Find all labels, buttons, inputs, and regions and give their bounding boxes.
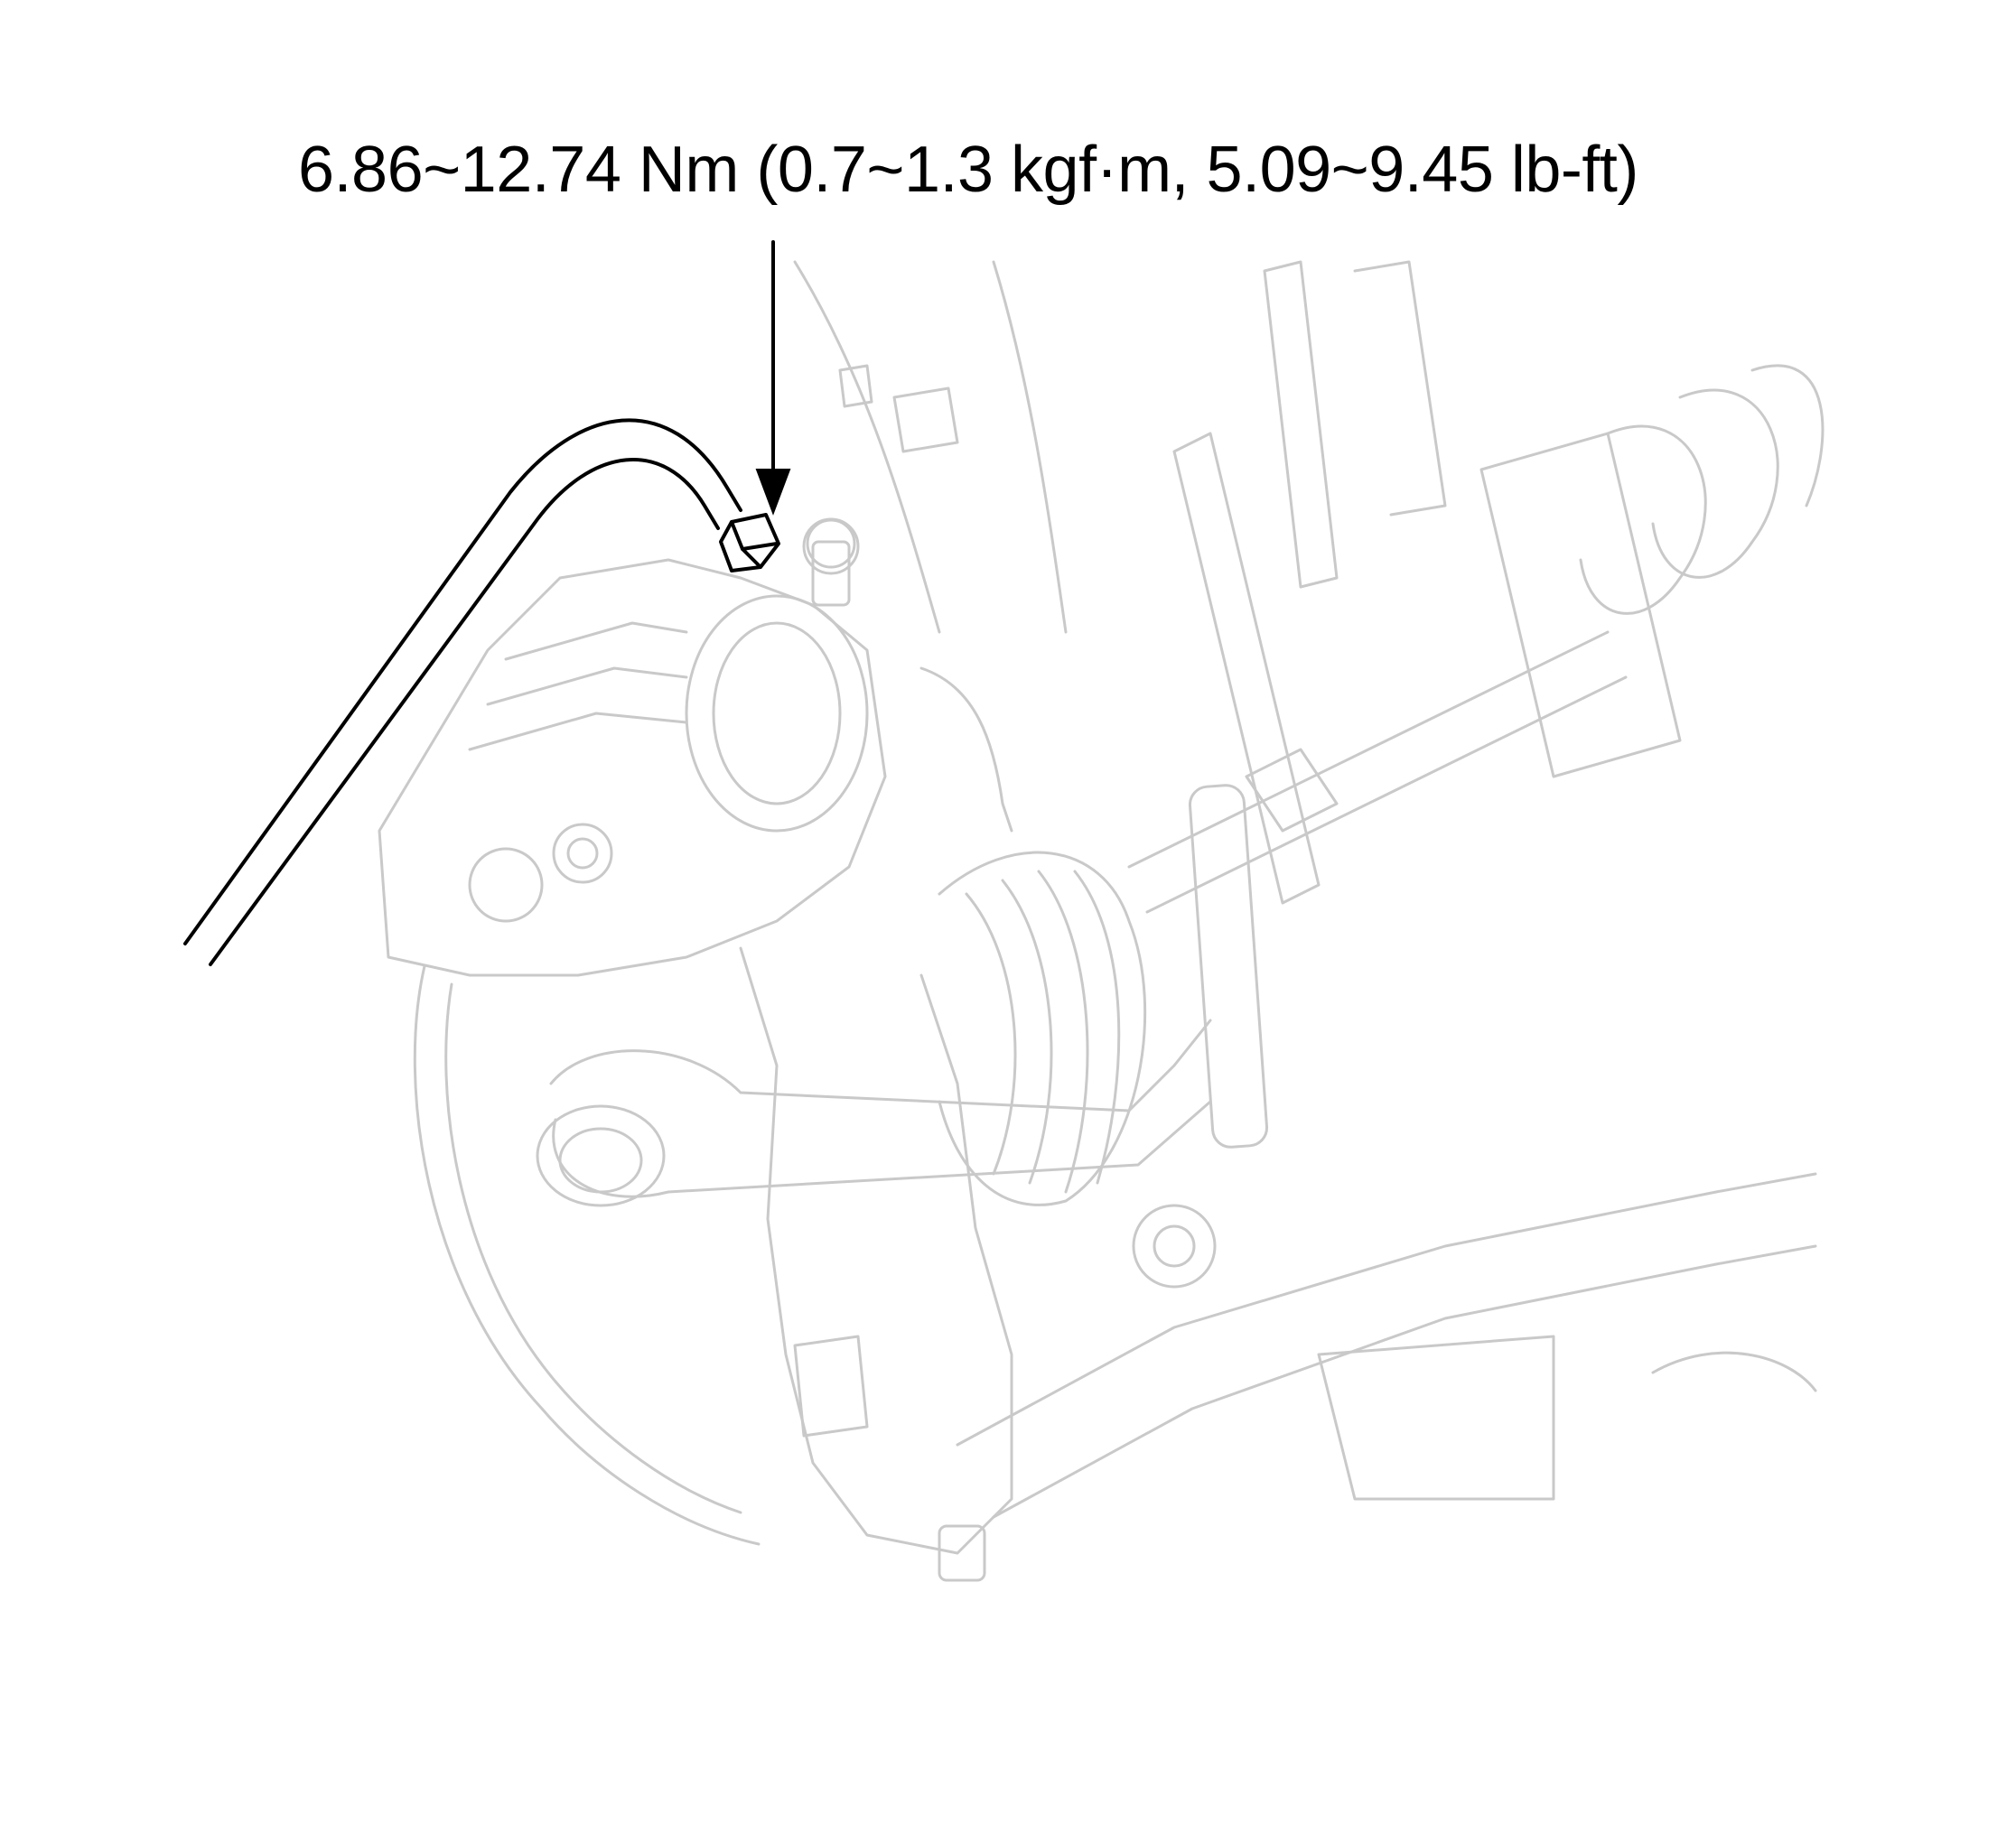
boot-rib-1	[965, 892, 1017, 1176]
steering-knuckle	[739, 946, 1013, 1555]
tie-rod-eye	[536, 1104, 666, 1207]
strut-top	[1353, 260, 1447, 517]
stabilizer-link-nut	[1132, 1204, 1217, 1289]
lower-control-arm-lower	[992, 1244, 1817, 1519]
brake-pipe-outer	[183, 418, 742, 945]
bleeder-screw	[811, 540, 851, 607]
brake-pipe-inner	[209, 458, 720, 966]
steering-rack-tube-lower	[1145, 675, 1628, 914]
subframe-block	[1317, 1335, 1555, 1501]
hub-bolt	[938, 1524, 986, 1582]
torque-spec-label: 6.86~12.74 Nm (0.7~1.3 kgf·m, 5.09~9.45 …	[298, 134, 1638, 206]
stabilizer-link-nut-inner	[1153, 1224, 1196, 1268]
frame-rail-top-2	[992, 260, 1068, 634]
lower-control-arm	[956, 1172, 1817, 1447]
upper-link-right	[1263, 260, 1339, 589]
rear-mount	[1651, 1351, 1817, 1392]
caliper-fin-3	[468, 712, 688, 751]
bracket-bolt	[802, 517, 860, 575]
coil-spring-3	[1750, 364, 1825, 507]
tie-rod-end	[549, 1019, 1212, 1112]
caliper-fin-1	[504, 621, 688, 661]
caliper-fin-2	[486, 666, 688, 706]
bracket-tab	[892, 386, 959, 453]
coil-spring-1	[1579, 424, 1707, 615]
caliper-bolt-upper-inner	[566, 837, 599, 870]
caliper-piston	[685, 594, 869, 833]
caliper-piston-inner	[712, 621, 842, 805]
upper-link-left	[1172, 432, 1321, 905]
strut-body	[1479, 432, 1682, 778]
arrow-head	[755, 469, 791, 516]
stabilizer-link	[1188, 784, 1269, 1149]
tie-rod-arm	[552, 1100, 1212, 1198]
coil-spring-2	[1651, 388, 1779, 579]
brake-disc-inner	[444, 982, 742, 1514]
caliper-guide-pin	[468, 847, 544, 923]
boot-rib-2	[1001, 879, 1053, 1185]
rack-nut	[1245, 748, 1339, 833]
hub-flange	[793, 1335, 869, 1438]
brake-disc-outline	[413, 964, 761, 1546]
caliper-bolt-upper	[552, 823, 613, 884]
steering-boot	[938, 851, 1147, 1206]
frame-rail-top	[793, 260, 941, 634]
brake-hose-rubber	[919, 666, 1013, 833]
boot-rib-4	[1073, 870, 1121, 1185]
brake-caliper-body	[378, 558, 887, 977]
boot-rib-3	[1037, 870, 1089, 1194]
flare-nut-icon	[719, 513, 780, 572]
hose-clip	[838, 364, 873, 408]
